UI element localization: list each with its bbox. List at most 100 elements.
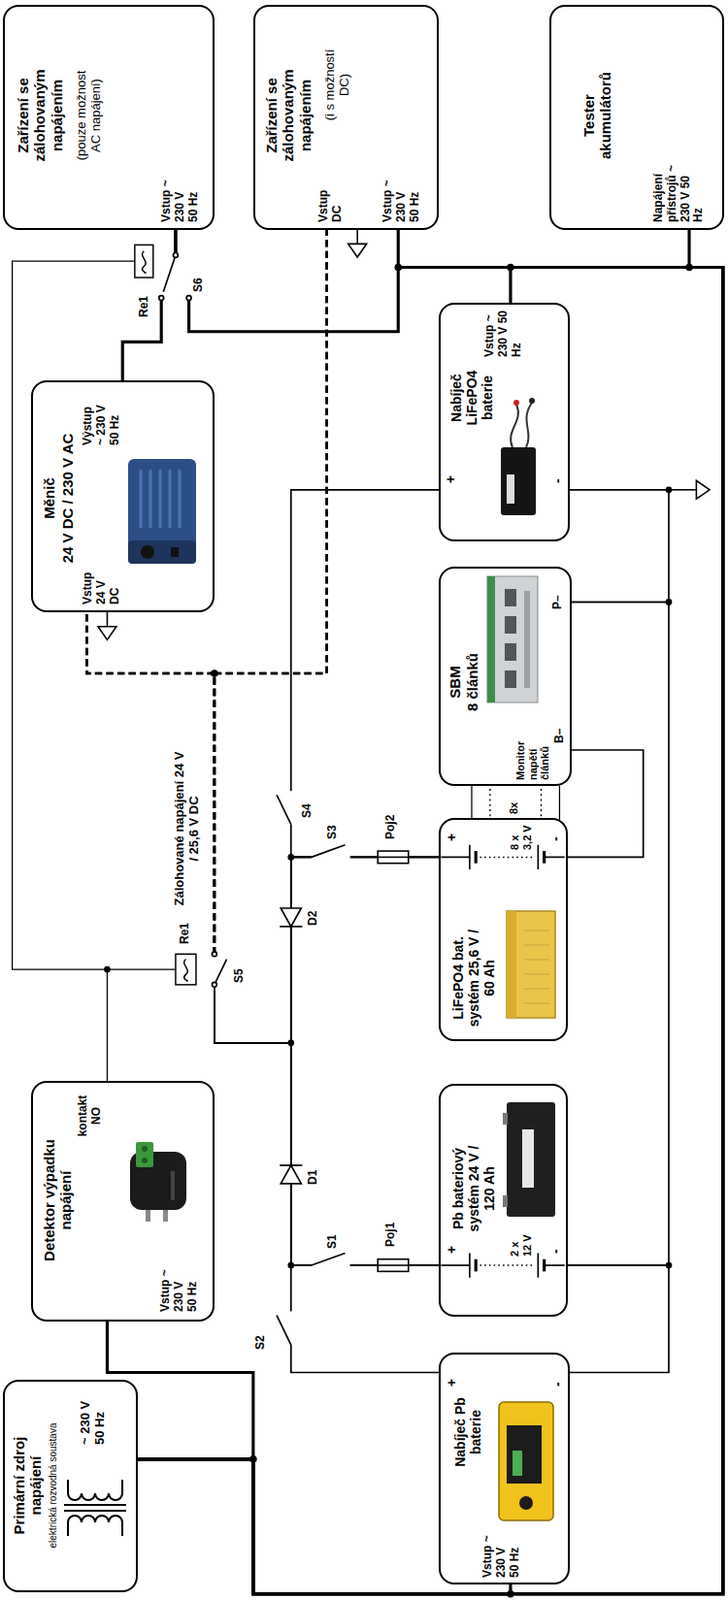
lifepo4-charger-picture	[510, 402, 532, 448]
wire-segment	[137, 230, 724, 1595]
relay-coil	[134, 244, 154, 278]
inverter-picture	[170, 547, 179, 558]
component-box: Primární zdroj napájeníelektrická rozvod…	[2, 1380, 138, 1593]
box-text: 24 V DC / 230 V AC	[59, 386, 76, 611]
wire-connector	[86, 612, 439, 1044]
diode-symbol	[279, 926, 302, 928]
wire-segment	[137, 267, 724, 1595]
cell-monitor-lines	[490, 789, 542, 819]
wire-connector	[137, 230, 724, 1595]
component-box: LiFePO4 bat. systém 25,6 V / 60 Ah+8 x 3…	[438, 818, 568, 1042]
lifepo4-charger-picture	[506, 474, 515, 504]
box-text: elektrická rozvodná soustava	[47, 1386, 60, 1587]
switch-symbol	[186, 296, 192, 301]
diode-symbol	[279, 1164, 302, 1167]
switch-symbol	[159, 252, 346, 1346]
box-text: Vstup ~ 230 V 50 Hz	[481, 1531, 522, 1579]
switch-symbol	[159, 296, 165, 301]
detector-picture	[163, 1208, 168, 1223]
bms-board-picture	[504, 616, 517, 634]
wire-segment	[408, 1264, 439, 1267]
box-text: Vstup DC	[317, 183, 345, 223]
relay-coil	[175, 954, 197, 986]
junction-dot	[665, 1262, 673, 1270]
wire-connector	[137, 230, 724, 1595]
wire-segment	[137, 267, 724, 1595]
box-text: Vstup ~ 230 V 50 Hz	[159, 1265, 199, 1313]
junction-dot	[685, 264, 694, 272]
wire-connector	[567, 601, 669, 1266]
wire-segment	[173, 230, 177, 256]
bms-board-picture	[504, 643, 517, 662]
component-label: S5	[232, 968, 247, 984]
junction-dot	[103, 264, 694, 1599]
box-text: (i s možností DC)	[323, 38, 353, 132]
ground-symbol	[98, 230, 710, 641]
junction-dot	[506, 264, 515, 272]
bms-board-picture	[524, 591, 530, 689]
component-box: SBM8 článkůMonitor napětí článkůB–P–	[438, 566, 572, 787]
junction-dot	[665, 486, 673, 494]
lifepo4-charger-picture	[500, 397, 536, 516]
wire-segment	[214, 230, 328, 955]
relay-coil	[134, 244, 197, 985]
wire-segment	[567, 601, 669, 1266]
battery-symbol	[440, 857, 469, 860]
control-wire	[106, 969, 175, 1083]
wire-segment	[214, 985, 312, 1266]
wire-segment	[350, 1264, 378, 1267]
box-text: ~ 230 V 50 Hz	[78, 1387, 108, 1446]
ground-symbol	[98, 627, 117, 641]
battery-symbol	[468, 1253, 471, 1278]
switch-symbol	[211, 952, 217, 958]
wire-segment	[214, 230, 328, 955]
component-label: S2	[254, 1335, 268, 1351]
component-label: Poj2	[384, 815, 398, 840]
wire-connector	[471, 786, 560, 823]
wire-segment	[106, 1322, 253, 1460]
pb-charger-picture	[498, 1402, 554, 1522]
wire-segment	[350, 857, 378, 860]
fuse-symbol	[377, 1264, 409, 1267]
wire-segment	[567, 750, 644, 858]
inverter-picture	[140, 545, 155, 560]
switch-symbol	[311, 1253, 346, 1266]
ground-symbol	[668, 489, 696, 492]
wire-segment	[408, 1264, 439, 1267]
diode-symbol	[279, 908, 302, 1185]
wire-segment	[291, 1345, 439, 1373]
wire-segment	[291, 490, 439, 792]
component-box: Pb bateriový systém 24 V / 120 Ah+2 x 12…	[438, 1084, 568, 1318]
lifepo4-battery-picture	[506, 911, 517, 1019]
pb-battery-picture	[502, 1195, 508, 1208]
battery-symbol	[474, 851, 478, 864]
wire-connector	[214, 230, 439, 1044]
relay-coil	[184, 959, 189, 982]
junction-dot	[210, 669, 219, 678]
box-text: 8 článků	[463, 638, 481, 727]
wire-segment	[137, 230, 724, 1595]
wire-connector	[567, 750, 644, 858]
battery-symbol	[468, 845, 471, 870]
wire-segment	[350, 1264, 378, 1267]
box-title: Zařízení se zálohovaným napájením	[14, 51, 66, 180]
component-box: Měnič24 V DC / 230 V ACVstup 24 V DCVýst…	[31, 380, 215, 613]
lifepo4-charger-picture	[500, 447, 536, 516]
switch-symbol	[173, 252, 179, 258]
wire-segment	[350, 857, 378, 860]
box-text: Výstup ~ 230 V 50 Hz	[81, 397, 122, 446]
detector-picture	[141, 1158, 148, 1164]
component-box: Tester akumulátorůNapájení přístrojů ~ 2…	[549, 4, 725, 231]
component-label: S6	[192, 277, 206, 293]
wire-segment	[214, 985, 312, 1266]
box-text: Vstup ~ 230 V 50 Hz	[381, 175, 422, 223]
battery-symbol	[537, 845, 540, 870]
wire-connector	[567, 1265, 669, 1373]
wire-connector	[137, 230, 724, 1595]
box-text: 2 x 12 V	[508, 1231, 533, 1258]
component-label: Zálohované napájení 24 V / 25,6 V DC	[172, 751, 202, 907]
cell-monitor-lines	[489, 789, 491, 819]
box-text: Vstup ~ 230 V 50 Hz	[160, 175, 200, 223]
wire-segment	[408, 857, 439, 860]
